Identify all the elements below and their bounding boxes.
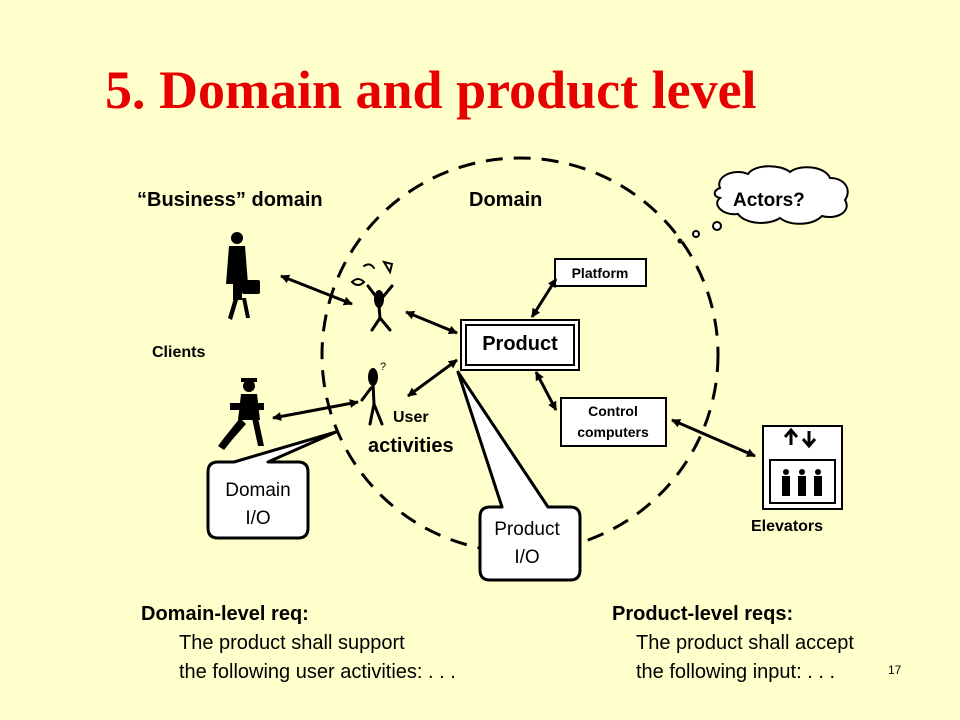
domain-io-callout: Domain I/O bbox=[206, 430, 338, 540]
user-label: User bbox=[393, 409, 429, 426]
activities-product-arrow bbox=[407, 358, 458, 398]
product-platform-arrow bbox=[530, 278, 558, 318]
actors-thought-cloud: Actors? bbox=[677, 165, 849, 244]
domain-io-line2: I/O bbox=[245, 508, 270, 529]
clients-user-arrow bbox=[280, 274, 353, 306]
delivery-man-icon bbox=[218, 378, 264, 450]
product-box: Product bbox=[460, 319, 580, 371]
domain-req-line2: the following user activities: . . . bbox=[179, 661, 456, 683]
business-domain-label: “Business” domain bbox=[137, 189, 323, 211]
product-io-line2: I/O bbox=[514, 547, 539, 568]
elevator-icon bbox=[762, 425, 843, 510]
slide-title: 5. Domain and product level bbox=[105, 60, 757, 120]
product-io-callout: Product I/O bbox=[456, 370, 582, 582]
domain-req-line1: The product shall support bbox=[179, 632, 405, 654]
product-label: Product bbox=[482, 333, 558, 355]
domain-io-line1: Domain bbox=[225, 480, 290, 501]
clients-label: Clients bbox=[152, 344, 205, 361]
business-man-icon bbox=[226, 232, 260, 320]
product-io-line1: Product bbox=[494, 519, 560, 540]
control-line2: computers bbox=[577, 424, 649, 440]
product-req-heading: Product-level reqs: bbox=[612, 603, 793, 625]
actors-label: Actors? bbox=[733, 190, 805, 211]
platform-box: Platform bbox=[554, 258, 647, 287]
user-thinking-icon: ? bbox=[360, 361, 386, 426]
domain-label: Domain bbox=[469, 189, 542, 211]
platform-label: Platform bbox=[572, 265, 629, 281]
user-product-arrow bbox=[405, 310, 458, 335]
page-number: 17 bbox=[888, 663, 902, 677]
control-computers-box: Control computers bbox=[560, 397, 667, 447]
delivery-user-arrow bbox=[272, 399, 359, 421]
product-req-line2: the following input: . . . bbox=[636, 661, 835, 683]
product-control-arrow bbox=[534, 371, 558, 411]
control-line1: Control bbox=[588, 403, 638, 419]
svg-text:?: ? bbox=[380, 361, 386, 373]
product-req-line1: The product shall accept bbox=[636, 632, 854, 654]
activities-label: activities bbox=[368, 435, 454, 457]
elevators-label: Elevators bbox=[751, 518, 823, 535]
domain-req-heading: Domain-level req: bbox=[141, 603, 309, 625]
user-juggling-icon bbox=[350, 260, 394, 332]
control-elevators-arrow bbox=[671, 418, 756, 458]
